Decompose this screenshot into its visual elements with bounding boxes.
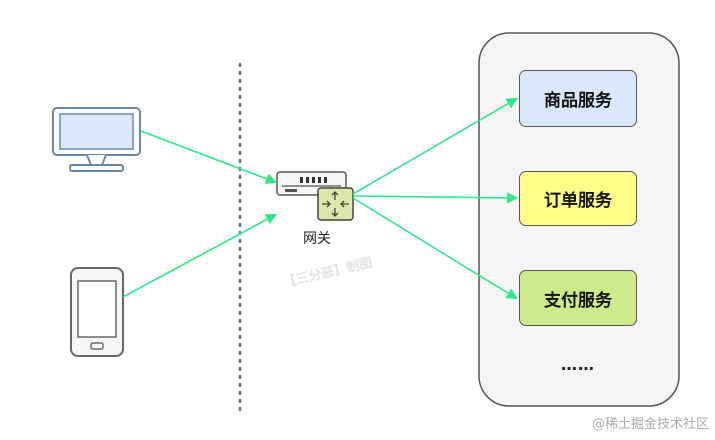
more-services-ellipsis: …… (561, 355, 595, 374)
gateway-label: 网关 (303, 231, 331, 247)
arrow-phone-to-gateway (122, 213, 277, 298)
desktop-monitor-icon (52, 107, 141, 172)
mobile-phone-icon (70, 267, 124, 357)
arrow-desktop-to-gateway (140, 130, 278, 185)
arrow-gateway-to-product-service (352, 97, 518, 195)
gateway-router-icon (276, 171, 354, 221)
product-service-box: 商品服务 (519, 70, 637, 127)
footer-credit: @稀土掘金技术社区 (591, 417, 709, 432)
arrow-gateway-to-payment-service (352, 197, 518, 300)
order-service-box: 订单服务 (519, 171, 637, 226)
arrow-gateway-to-order-service (352, 192, 519, 204)
payment-service-box: 支付服务 (519, 270, 637, 326)
